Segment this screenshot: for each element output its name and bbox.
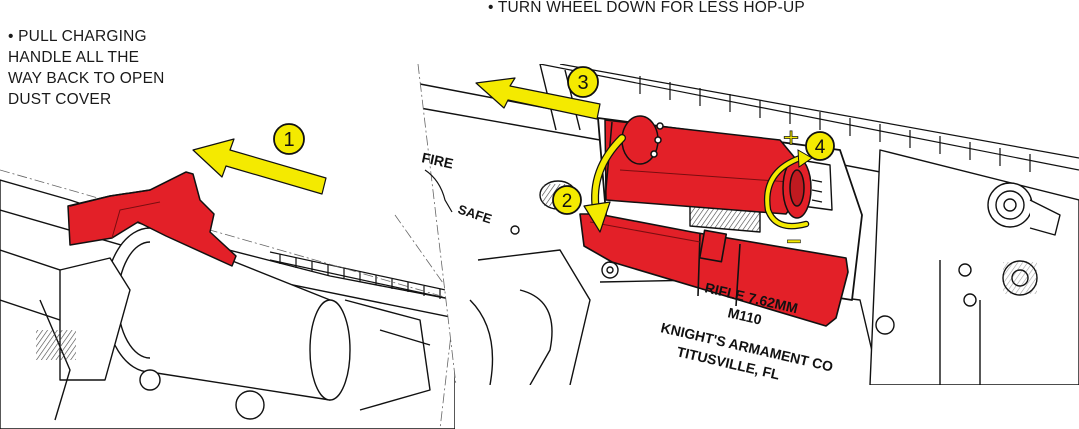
instruction-left-line-2: HANDLE ALL THE (8, 49, 140, 66)
step-badge-3: 3 (567, 66, 599, 98)
instruction-left-line-1: • PULL CHARGING (8, 28, 147, 45)
step-badge-2: 2 (552, 185, 582, 215)
arrow-2 (583, 134, 626, 233)
fire-label: FIRE (420, 149, 455, 171)
instruction-left-line-4: DUST COVER (8, 91, 112, 108)
plus-sign: + (783, 122, 799, 153)
step-number-4: 4 (815, 137, 826, 158)
dust-cover (579, 213, 849, 327)
instruction-left-line-3: WAY BACK TO OPEN (8, 70, 165, 87)
charging-handle (67, 171, 237, 267)
step-number-1: 1 (283, 129, 294, 151)
step-number-2: 2 (562, 191, 573, 212)
right-rail-teeth (539, 64, 1079, 172)
arrow-3 (475, 77, 601, 120)
step-badge-4: 4 (805, 131, 835, 161)
section-line (0, 169, 456, 301)
instruction-left: • PULL CHARGING HANDLE ALL THE WAY BACK … (8, 26, 208, 110)
left-view-drawing (0, 179, 455, 429)
step-number-3: 3 (577, 72, 588, 94)
arrow-1 (192, 138, 327, 195)
right-view-drawing (418, 64, 1079, 385)
step-badge-1: 1 (273, 123, 305, 155)
marking-line-2: M110 (726, 304, 763, 327)
arrow-4 (763, 149, 813, 230)
selector-lever-icon (424, 169, 453, 213)
minus-sign: − (786, 226, 801, 256)
instruction-top: • TURN WHEEL DOWN FOR LESS HOP-UP (488, 0, 1048, 18)
instruction-top-text: • TURN WHEEL DOWN FOR LESS HOP-UP (488, 0, 805, 16)
